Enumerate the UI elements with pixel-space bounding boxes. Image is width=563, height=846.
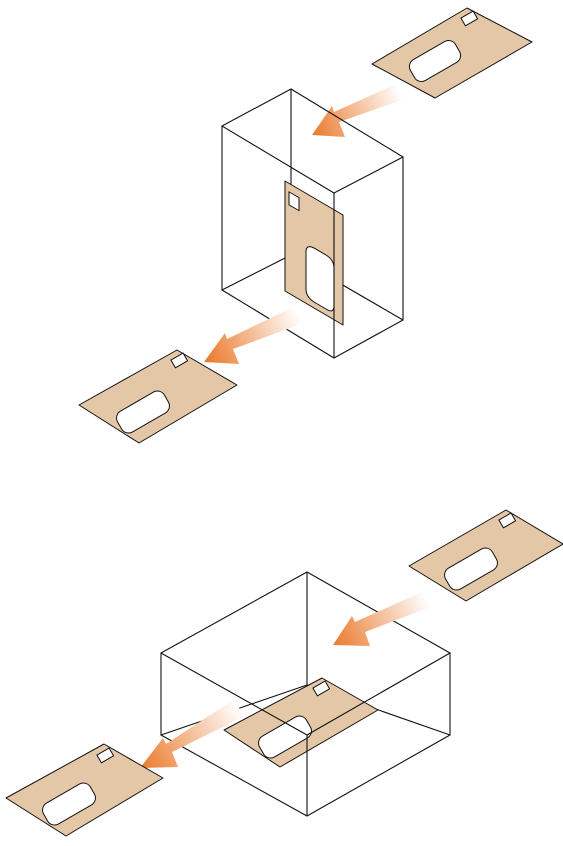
envelope-window (116, 390, 170, 434)
envelope-stamp (170, 352, 189, 369)
envelope-stamp (460, 10, 479, 27)
arrow-icon (204, 308, 304, 364)
envelope-stamp (96, 747, 115, 764)
envelope-stamp (312, 680, 331, 697)
envelope-stamp (498, 512, 517, 529)
bottom-scene (5, 509, 563, 837)
envelope-icon (78, 349, 238, 444)
envelope-icon (223, 677, 379, 768)
box-edge (160, 734, 451, 817)
envelope-icon (408, 509, 563, 602)
envelope-window (42, 782, 96, 826)
arrow-icon (312, 84, 408, 137)
envelope-icon (371, 7, 533, 99)
envelope-window (444, 547, 498, 591)
envelope-window (258, 715, 312, 759)
enclosure-box (221, 125, 404, 359)
arrow-icon (333, 592, 433, 646)
box-edge (221, 125, 404, 194)
envelope-icon (5, 743, 164, 837)
arrow-icon (140, 700, 245, 768)
top-scene (78, 7, 533, 444)
envelope-icon (284, 180, 344, 326)
envelope-window (408, 40, 462, 82)
box-edge (221, 289, 404, 359)
envelope-stamp (288, 191, 300, 212)
enclosure-box (160, 652, 451, 817)
